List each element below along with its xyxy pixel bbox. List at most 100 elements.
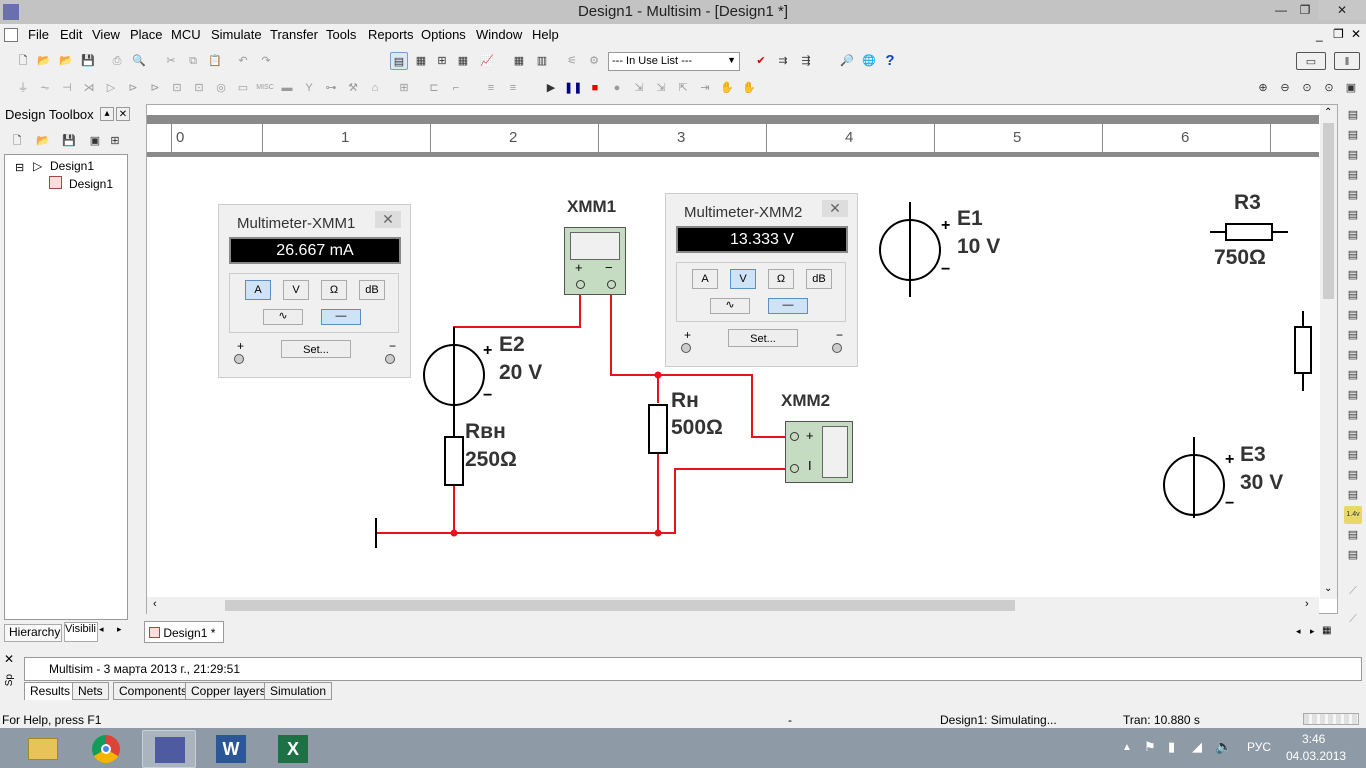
- redo-icon[interactable]: ↷: [261, 55, 271, 67]
- horizontal-scrollbar[interactable]: ‹ ›: [147, 597, 1319, 614]
- multimeter-xmm1-panel[interactable]: Multimeter-XMM1 ✕ 26.667 mA A V Ω dB ∿ —…: [218, 204, 411, 378]
- tab-simulation[interactable]: Simulation: [264, 682, 333, 700]
- run-icon[interactable]: ▶: [546, 82, 556, 94]
- distortion-analyzer-icon[interactable]: ▤: [1347, 329, 1359, 341]
- forward-annotate-icon[interactable]: ⇶: [801, 55, 811, 67]
- close-sheet-icon[interactable]: ▣: [89, 135, 101, 147]
- menu-simulate[interactable]: Simulate: [211, 27, 262, 42]
- menu-transfer[interactable]: Transfer: [270, 27, 318, 42]
- open-samples-icon[interactable]: 📂: [59, 55, 73, 67]
- doc-tab-right-icon[interactable]: ▸: [1310, 626, 1315, 636]
- analog-icon[interactable]: ▷: [106, 82, 116, 94]
- ttl-icon[interactable]: ⊳: [128, 82, 138, 94]
- toggle-breakpoint-icon[interactable]: ✋: [720, 82, 734, 94]
- horizontal-scroll-thumb[interactable]: [225, 600, 1015, 611]
- probe-tool-icon[interactable]: ⟋: [1349, 585, 1357, 597]
- spectrum-analyzer-icon[interactable]: ▤: [1347, 349, 1359, 361]
- in-use-list-dropdown[interactable]: --- In Use List --- ▼: [608, 52, 740, 71]
- component-wizard-icon[interactable]: ⚟: [567, 55, 577, 67]
- xmm2-ac-button[interactable]: ∿: [710, 298, 750, 314]
- close-icon[interactable]: ✕: [1318, 0, 1366, 20]
- power-icon[interactable]: ▭: [237, 82, 249, 94]
- advanced-peripherals-icon[interactable]: ▬: [281, 82, 293, 94]
- xmm1-btn-ohms[interactable]: Ω: [321, 280, 347, 300]
- sheet-view-icon[interactable]: ⊞: [437, 55, 447, 67]
- transistor-icon[interactable]: ⋊: [83, 82, 95, 94]
- xmm2-plus-terminal-icon[interactable]: [681, 343, 691, 353]
- vertical-scroll-thumb[interactable]: [1323, 123, 1334, 299]
- open-sheet-icon[interactable]: 📂: [36, 135, 50, 147]
- scroll-down-icon[interactable]: ⌄: [1324, 583, 1333, 594]
- breakpoint-icon[interactable]: ●: [613, 82, 621, 94]
- logic-analyzer-icon[interactable]: ▤: [1347, 289, 1359, 301]
- probe-icon[interactable]: 1.4v: [1344, 506, 1362, 524]
- minimize-icon[interactable]: —: [1275, 3, 1287, 17]
- menu-tools[interactable]: Tools: [326, 27, 357, 42]
- xmm2-btn-ohms[interactable]: Ω: [768, 269, 794, 289]
- measurement-probe-icon[interactable]: ▤: [1347, 469, 1359, 481]
- menu-help[interactable]: Help: [532, 27, 559, 42]
- step-over-icon[interactable]: ⇲: [656, 82, 666, 94]
- clock-date[interactable]: 04.03.2013: [1286, 749, 1347, 763]
- new-icon[interactable]: 🗋: [18, 55, 28, 67]
- vertical-scrollbar[interactable]: ⌃ ⌄: [1320, 105, 1337, 599]
- electrical-rules-icon[interactable]: ✔: [756, 55, 766, 67]
- zoom-full-icon[interactable]: ▣: [1345, 82, 1357, 94]
- indicator-icon[interactable]: ◎: [216, 82, 226, 94]
- pause-panel-icon[interactable]: ‖: [1334, 52, 1360, 70]
- restore-icon[interactable]: ❐: [1299, 3, 1311, 17]
- zoom-out-icon[interactable]: ⊖: [1280, 82, 1290, 94]
- scroll-left-icon[interactable]: ‹: [153, 598, 157, 610]
- erc-icon[interactable]: ▥: [536, 55, 548, 67]
- xmm1-btn-volts[interactable]: V: [283, 280, 309, 300]
- menu-edit[interactable]: Edit: [60, 27, 83, 42]
- chrome-icon[interactable]: [80, 730, 134, 768]
- spreadsheet-close-icon[interactable]: ✕: [4, 652, 15, 666]
- xmm1-ac-button[interactable]: ∿: [263, 309, 303, 325]
- cmos-icon[interactable]: ⊳: [150, 82, 160, 94]
- tab-nets[interactable]: Nets: [72, 682, 109, 700]
- tab-copper-layers[interactable]: Copper layers: [185, 682, 272, 700]
- tree-child[interactable]: Design1: [69, 177, 114, 191]
- mcu-icon[interactable]: ⌂: [371, 82, 379, 94]
- spreadsheet-icon[interactable]: ▦: [415, 55, 427, 67]
- schematic-canvas[interactable]: 0 1 2 3 4 5 6: [146, 104, 1338, 614]
- xmm2-instrument-icon[interactable]: + I: [785, 421, 853, 483]
- ladder-icon[interactable]: ≡: [487, 82, 495, 94]
- volume-icon[interactable]: 🔈: [1215, 738, 1233, 754]
- run-to-cursor-icon[interactable]: ⇥: [700, 82, 710, 94]
- clock-time[interactable]: 3:46: [1302, 732, 1326, 746]
- save-icon[interactable]: 💾: [81, 55, 95, 67]
- pause-icon[interactable]: ❚❚: [564, 82, 583, 94]
- doc-tab-menu-icon[interactable]: ▦: [1322, 625, 1332, 636]
- menu-options[interactable]: Options: [421, 27, 466, 42]
- tab-visibility[interactable]: Visibili: [64, 622, 98, 642]
- toolbox-pin-icon[interactable]: ▴: [100, 107, 114, 121]
- tray-chevron-icon[interactable]: ▲: [1122, 742, 1132, 753]
- step-out-icon[interactable]: ⇱: [678, 82, 688, 94]
- electromech-icon[interactable]: ⊶: [325, 82, 337, 94]
- menu-view[interactable]: View: [92, 27, 120, 42]
- xmm1-plus-terminal-icon[interactable]: [234, 354, 244, 364]
- print-icon[interactable]: ⎙: [112, 55, 122, 67]
- ladder2-icon[interactable]: ≡: [509, 82, 517, 94]
- zoom-in-icon[interactable]: ⊕: [1258, 82, 1268, 94]
- agilent-multimeter-icon[interactable]: ▤: [1347, 409, 1359, 421]
- frequency-counter-icon[interactable]: ▤: [1347, 229, 1359, 241]
- menu-mcu[interactable]: MCU: [171, 27, 201, 42]
- action-center-icon[interactable]: ⚑: [1144, 739, 1156, 754]
- hierarchical-icon[interactable]: ⊞: [399, 82, 409, 94]
- labview-icon[interactable]: ▤: [1347, 489, 1359, 501]
- xmm1-set-button[interactable]: Set...: [281, 340, 351, 358]
- doc-icon[interactable]: [4, 28, 18, 42]
- xmm1-btn-db[interactable]: dB: [359, 280, 385, 300]
- xmm2-btn-amps[interactable]: A: [692, 269, 718, 289]
- subcircuit-icon[interactable]: ⊞: [110, 135, 120, 147]
- ni-elvis-icon[interactable]: ▤: [1347, 529, 1359, 541]
- xmm1-dc-button[interactable]: —: [321, 309, 361, 325]
- help-icon[interactable]: ?: [885, 52, 895, 69]
- multimeter-tool-icon[interactable]: ▤: [1347, 109, 1359, 121]
- rf-icon[interactable]: Y: [305, 82, 313, 94]
- tab-scroll-left-icon[interactable]: ◂: [99, 624, 104, 634]
- network-analyzer-icon[interactable]: ▤: [1347, 369, 1359, 381]
